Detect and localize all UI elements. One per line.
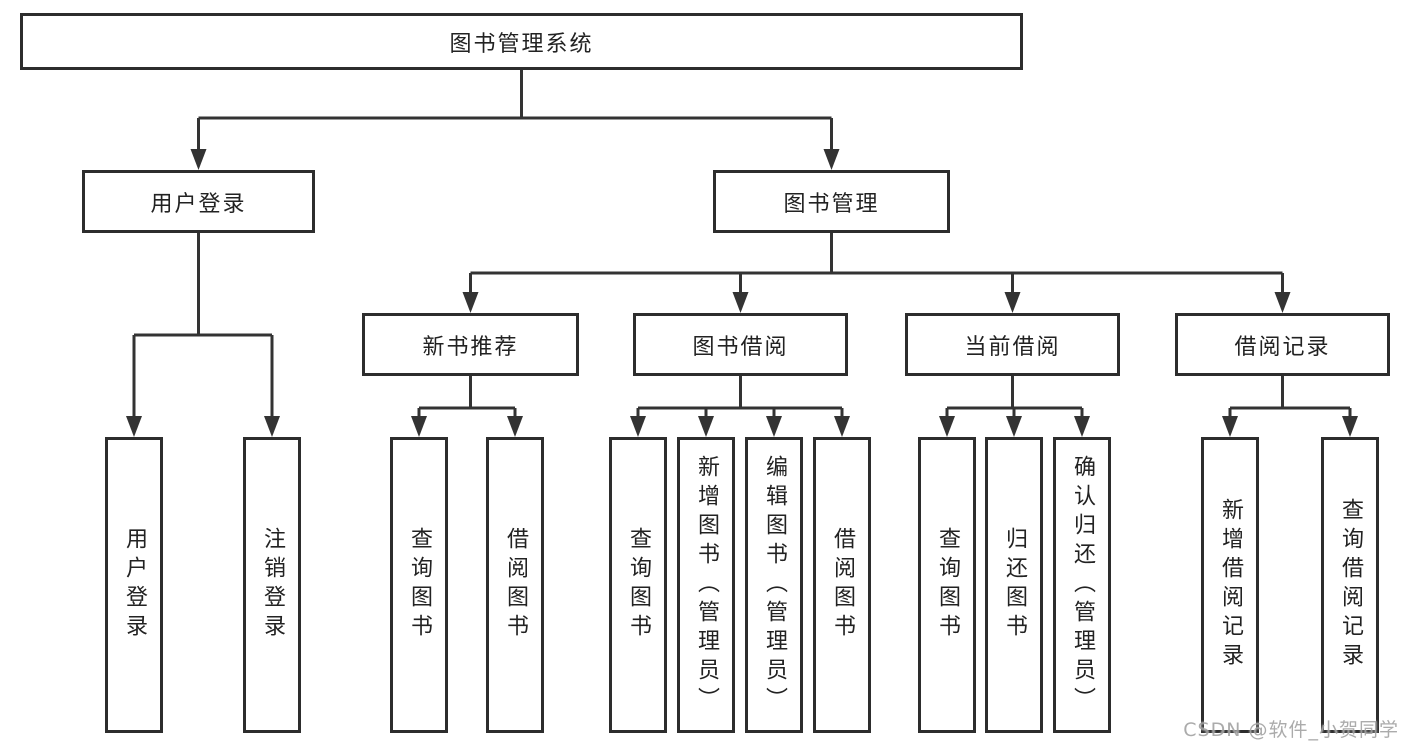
leaf-query-book-borrow-label: 查询图书 <box>626 527 651 643</box>
leaf-confirm-return: 确认归还（管理员） <box>1053 437 1111 733</box>
leaf-borrow-book-rec: 借阅图书 <box>486 437 544 733</box>
leaf-edit-book: 编辑图书（管理员） <box>745 437 803 733</box>
connector-user-login-children <box>132 233 274 420</box>
node-root-label: 图书管理系统 <box>449 31 594 57</box>
connector-root-to-level2 <box>197 70 833 152</box>
leaf-query-book-rec-label: 查询图书 <box>407 527 432 643</box>
leaf-query-record: 查询借阅记录 <box>1321 437 1379 733</box>
node-new-book-rec: 新书推荐 <box>362 313 579 376</box>
node-borrow-records: 借阅记录 <box>1175 313 1390 376</box>
node-current-borrow: 当前借阅 <box>905 313 1120 376</box>
node-book-mgmt: 图书管理 <box>713 170 950 233</box>
node-book-mgmt-label: 图书管理 <box>783 191 880 217</box>
node-user-login-label: 用户登录 <box>150 191 247 217</box>
node-new-book-rec-label: 新书推荐 <box>422 334 519 360</box>
leaf-return-book: 归还图书 <box>985 437 1043 733</box>
connector-borrow-records-children <box>1228 376 1352 420</box>
leaf-add-record: 新增借阅记录 <box>1201 437 1259 733</box>
leaf-query-book-borrow: 查询图书 <box>609 437 667 733</box>
leaf-confirm-return-label: 确认归还（管理员） <box>1070 454 1095 716</box>
connector-book-borrow-children <box>636 376 844 420</box>
csdn-watermark: CSDN @软件_小贺同学 <box>1183 719 1399 741</box>
leaf-add-book-label: 新增图书（管理员） <box>694 454 719 716</box>
connector-book-mgmt-children <box>469 233 1284 296</box>
leaf-add-book: 新增图书（管理员） <box>677 437 735 733</box>
leaf-edit-book-label: 编辑图书（管理员） <box>762 454 787 716</box>
node-root: 图书管理系统 <box>20 13 1023 70</box>
leaf-user-login-label: 用户登录 <box>122 527 147 643</box>
node-current-borrow-label: 当前借阅 <box>964 334 1061 360</box>
leaf-query-book-rec: 查询图书 <box>390 437 448 733</box>
node-user-login: 用户登录 <box>82 170 315 233</box>
connector-new-book-rec-children <box>417 376 517 420</box>
leaf-borrow-book-rec-label: 借阅图书 <box>503 527 528 643</box>
node-book-borrow-label: 图书借阅 <box>692 334 789 360</box>
leaf-query-record-label: 查询借阅记录 <box>1338 498 1363 672</box>
node-book-borrow: 图书借阅 <box>633 313 848 376</box>
leaf-query-book-current-label: 查询图书 <box>935 527 960 643</box>
leaf-add-record-label: 新增借阅记录 <box>1218 498 1243 672</box>
leaf-query-book-current: 查询图书 <box>918 437 976 733</box>
leaf-logout: 注销登录 <box>243 437 301 733</box>
leaf-user-login: 用户登录 <box>105 437 163 733</box>
node-borrow-records-label: 借阅记录 <box>1234 334 1331 360</box>
leaf-borrow-book-borrow: 借阅图书 <box>813 437 871 733</box>
leaf-return-book-label: 归还图书 <box>1002 527 1027 643</box>
leaf-borrow-book-borrow-label: 借阅图书 <box>830 527 855 643</box>
connector-current-borrow-children <box>945 376 1084 420</box>
leaf-logout-label: 注销登录 <box>260 527 285 643</box>
